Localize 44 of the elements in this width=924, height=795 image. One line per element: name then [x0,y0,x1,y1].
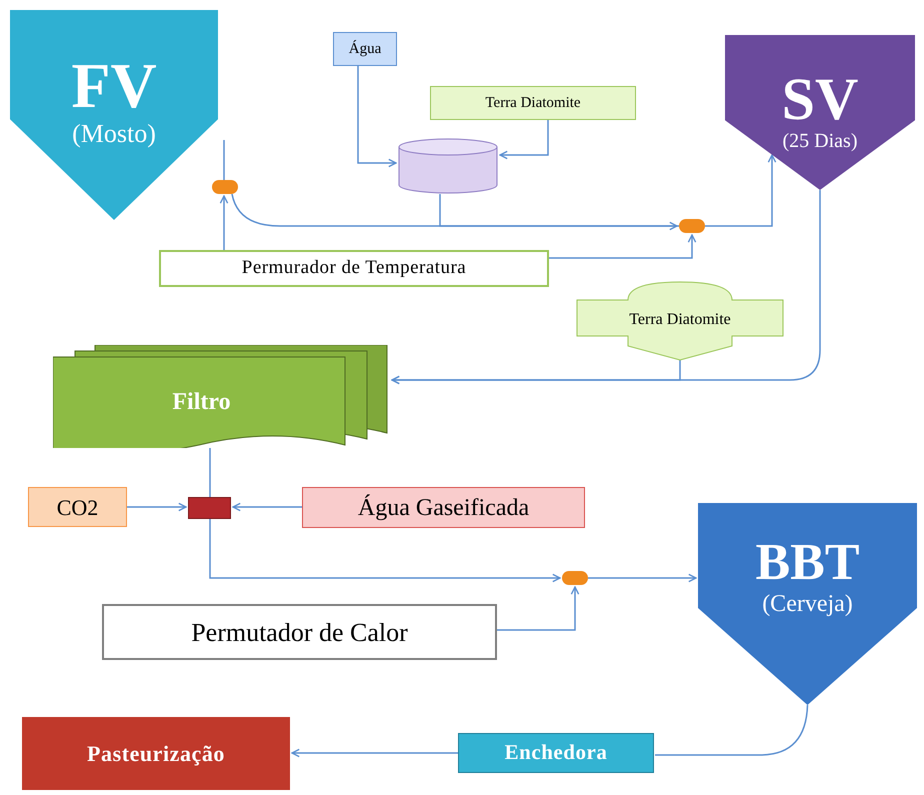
input-box [302,487,585,528]
filter-stack [53,345,390,448]
mixer-block [188,497,231,519]
node-sublabel: (25 Dias) [782,129,858,154]
node-label: Água Gaseificada [358,493,530,522]
connector-arrow [549,234,696,259]
node-label: Pasteurização [87,740,225,768]
connector-arrow [499,120,549,160]
process-box [22,717,290,790]
node-label: BBT [755,537,860,589]
process-box [159,250,549,287]
connector-arrow [220,195,228,250]
connector-arrow [439,194,678,230]
vessel-shape [698,503,917,705]
process-box [458,733,654,773]
connector-arrow [209,519,561,582]
hopper-shape [576,280,784,362]
node-label: Permutador de Calor [191,616,408,648]
tank-cylinder [398,138,498,194]
input-box [28,487,127,527]
node-label: FV [71,54,157,118]
node-label: Terra Diatomite [629,310,731,330]
node-label: Filtro [172,388,231,416]
connector-arrow [291,748,458,758]
connector-arrow [705,154,776,227]
connector-arrow [497,586,580,631]
node-label: Enchedora [504,739,608,766]
process-box [102,604,497,660]
node-label: Permurador de Temperatura [242,256,466,280]
node-label: Água [348,39,382,59]
input-box [430,86,636,120]
node-label: SV [782,69,858,129]
connector-arrow [357,66,397,168]
connector-arrow [127,502,187,512]
vessel-shape [10,10,218,220]
input-box [333,32,397,66]
connector-arrow [391,360,681,384]
connector-arrow [232,502,302,512]
node-sublabel: (Mosto) [72,118,156,150]
node-label: CO2 [56,494,98,522]
connector-arrow [588,574,697,582]
vessel-shape [725,35,915,190]
node-sublabel: (Cerveja) [762,590,853,619]
node-label: Terra Diatomite [485,94,581,113]
